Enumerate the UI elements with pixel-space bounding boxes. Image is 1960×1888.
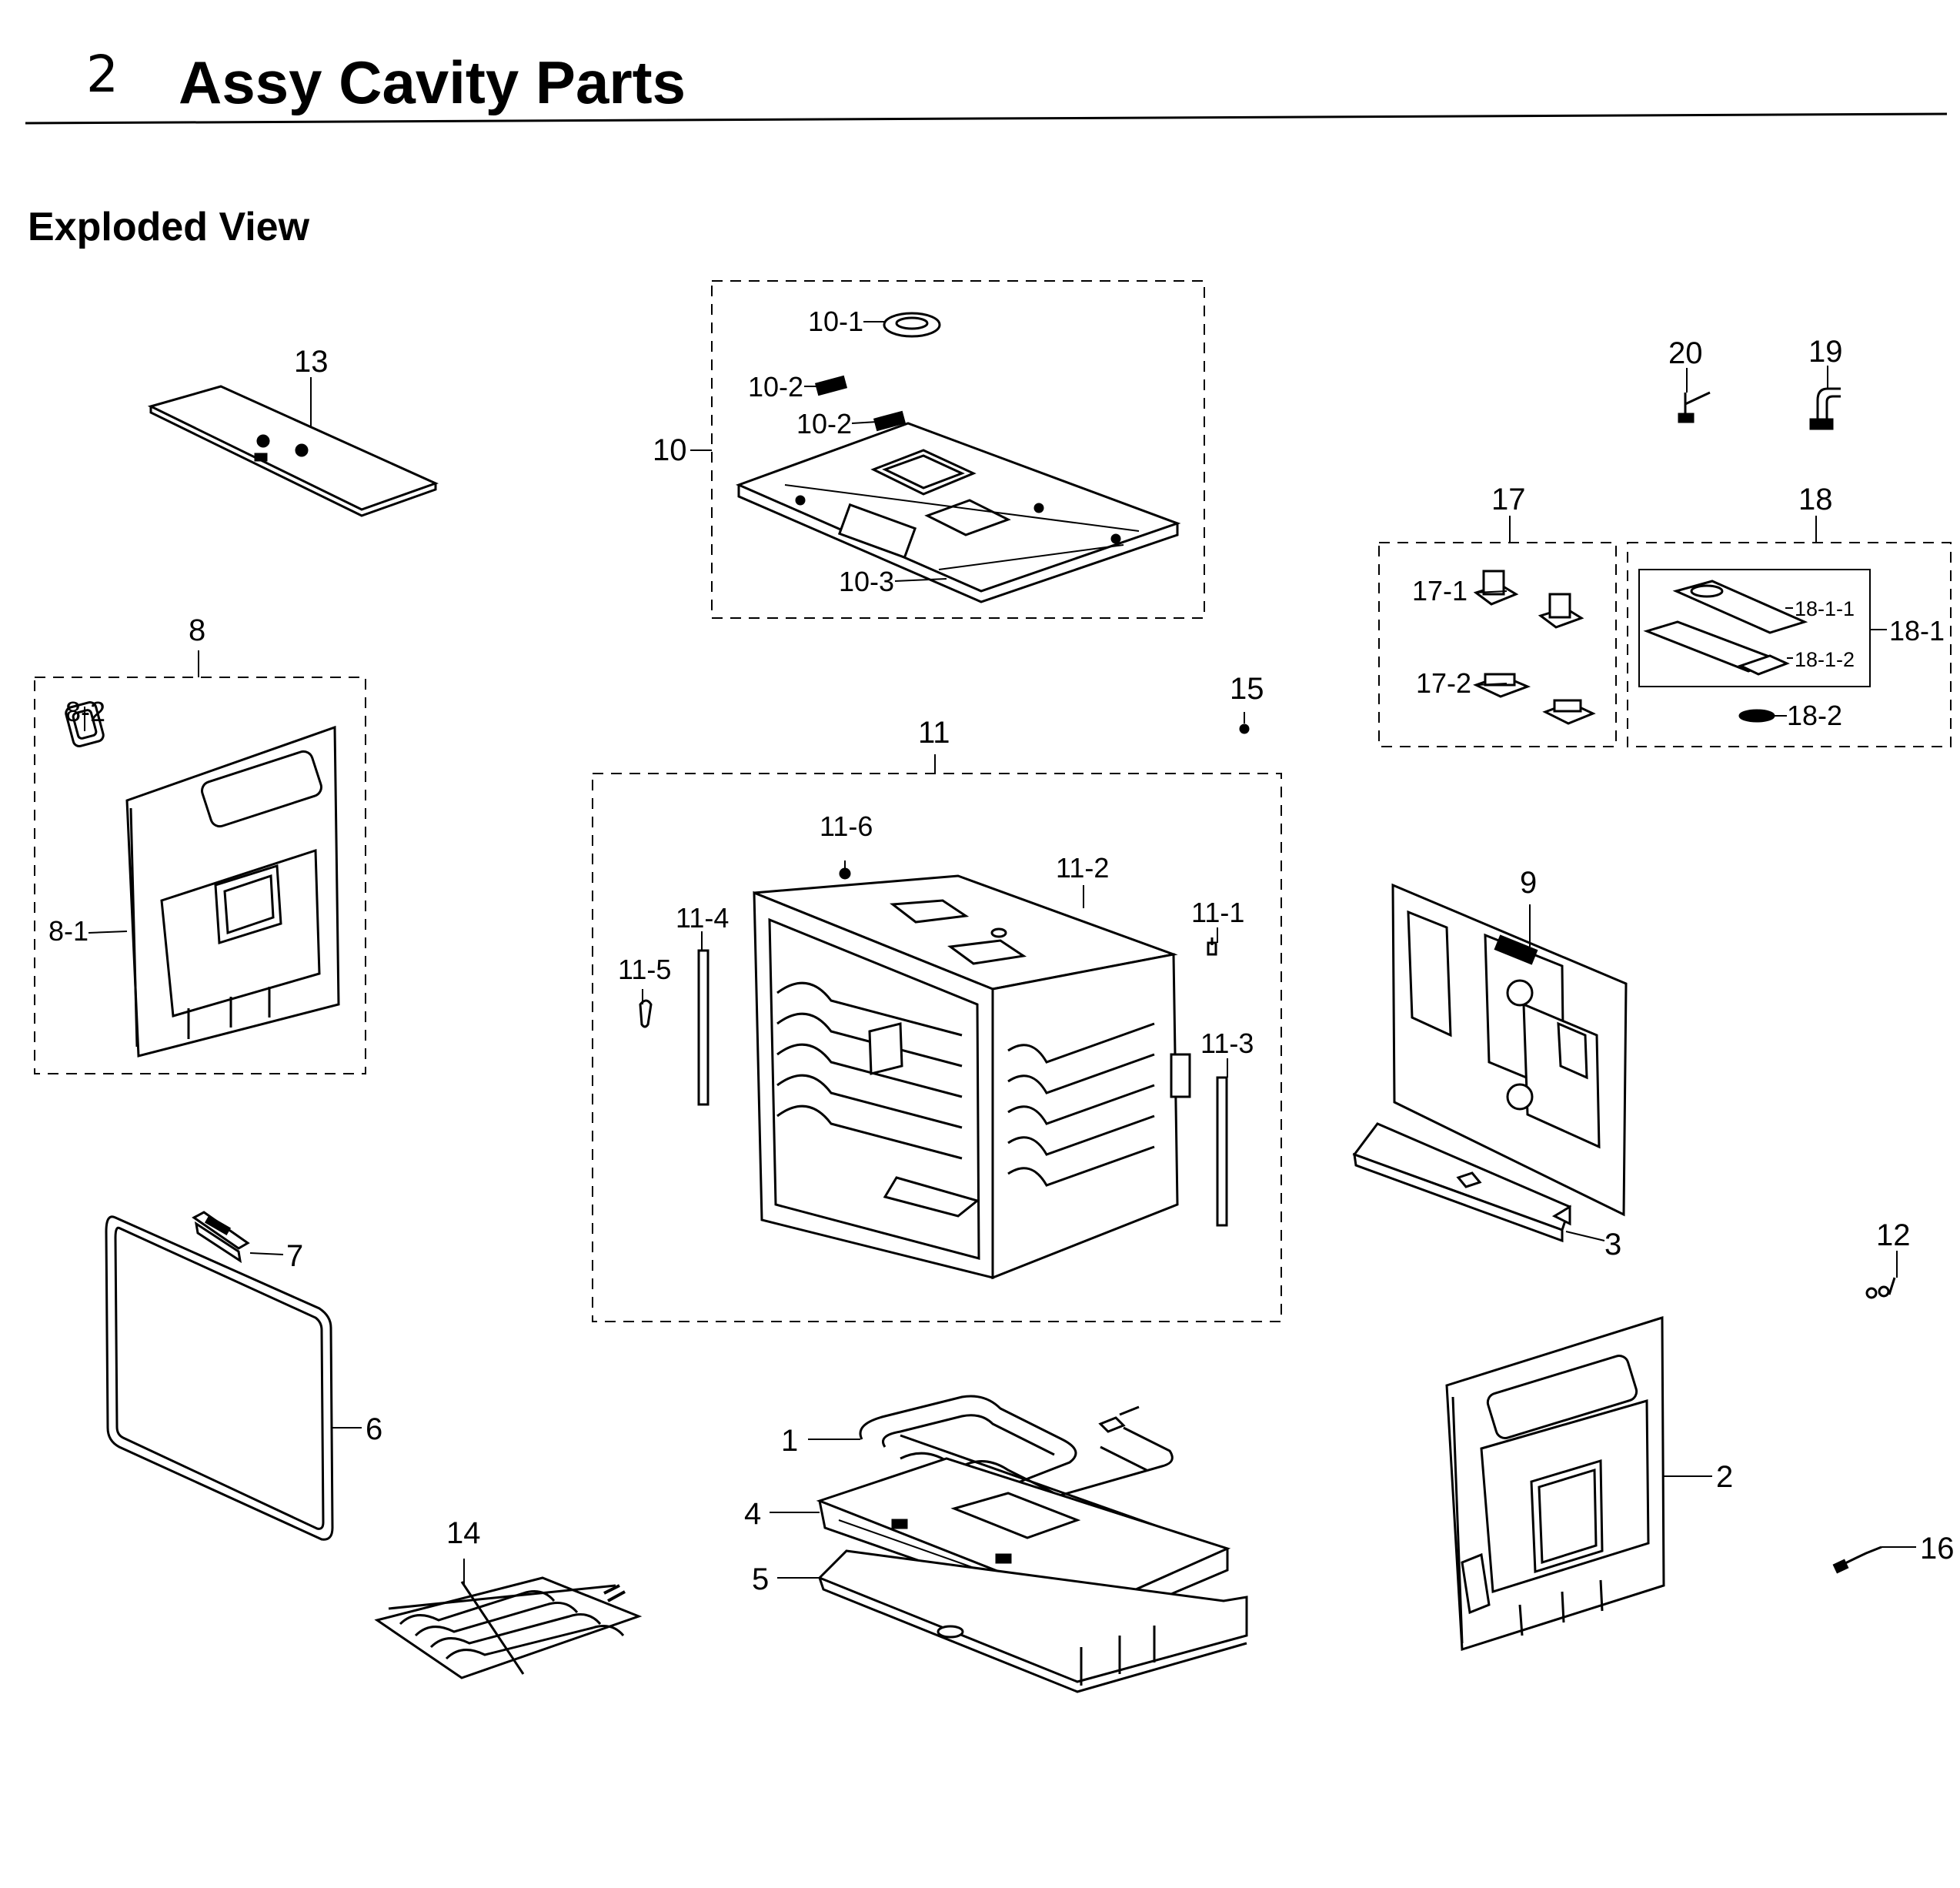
label-1: 1 (781, 1424, 798, 1458)
label-11: 11 (918, 716, 950, 750)
group-box-11 (592, 773, 1282, 1322)
label-18-2: 18-2 (1787, 700, 1842, 731)
label-18: 18 (1798, 483, 1833, 516)
label-12: 12 (1876, 1218, 1911, 1252)
label-18-1-1: 18-1-1 (1795, 597, 1855, 620)
section-number: 2 (86, 45, 119, 104)
page-title: Assy Cavity Parts (179, 48, 686, 116)
section-subtitle: Exploded View (28, 205, 310, 249)
part-16-wire (1832, 1545, 1882, 1574)
label-10-3: 10-3 (839, 566, 894, 597)
label-10-2-b: 10-2 (796, 408, 852, 439)
label-18-1: 18-1 (1889, 615, 1945, 647)
label-6: 6 (366, 1412, 382, 1446)
label-8-1: 8-1 (48, 915, 88, 947)
label-11-3: 11-3 (1200, 1028, 1254, 1059)
label-5: 5 (752, 1562, 769, 1596)
label-19: 19 (1808, 335, 1843, 369)
part-10-top-cover (735, 422, 1181, 603)
label-17-1: 17-1 (1412, 575, 1467, 606)
label-17: 17 (1491, 483, 1526, 516)
label-15: 15 (1230, 672, 1264, 706)
label-10-1: 10-1 (808, 306, 863, 337)
group-box-10 (711, 280, 1205, 619)
part-11-cavity (753, 874, 1191, 1280)
part-5-bottom-tray (817, 1549, 1248, 1693)
part-10-2 (814, 375, 907, 432)
title-rule (25, 112, 1948, 125)
group-boxes (34, 280, 1952, 1322)
part-3-bracket (1352, 1122, 1571, 1243)
label-11-2: 11-2 (1056, 852, 1109, 884)
label-11-5: 11-5 (618, 954, 671, 985)
label-11-1: 11-1 (1191, 897, 1244, 928)
label-10-2-a: 10-2 (748, 371, 803, 403)
label-11-4: 11-4 (676, 902, 729, 934)
part-14-bake-heater (374, 1576, 643, 1679)
label-13: 13 (294, 345, 329, 379)
part-10-1 (883, 312, 941, 338)
label-10: 10 (653, 433, 687, 467)
part-20 (1678, 391, 1711, 423)
part-19 (1809, 387, 1841, 430)
label-8: 8 (189, 613, 205, 647)
label-11-6: 11-6 (820, 810, 873, 842)
part-12-clip (1865, 1277, 1896, 1299)
label-14: 14 (446, 1516, 481, 1550)
label-3: 3 (1604, 1228, 1621, 1261)
group-box-17 (1378, 542, 1617, 747)
part-6-door-gasket (105, 1215, 334, 1541)
part-17-brackets (1473, 570, 1596, 725)
part-2-side-panel (1445, 1315, 1665, 1652)
group-box-18-1 (1638, 569, 1871, 687)
label-17-2: 17-2 (1416, 667, 1471, 699)
part-4-floor (816, 1457, 1231, 1626)
part-1-broil-heater (859, 1395, 1174, 1529)
label-7: 7 (286, 1239, 303, 1273)
part-labels: 13 10 10-1 10-2 10-2 10-3 20 19 17 18 17… (48, 306, 1955, 1596)
label-18-1-2: 18-1-2 (1795, 648, 1855, 671)
label-8-2: 8-2 (65, 696, 105, 727)
label-20: 20 (1668, 336, 1703, 370)
part-18-insulation (1643, 580, 1808, 723)
group-box-18 (1627, 542, 1952, 747)
label-16: 16 (1920, 1532, 1955, 1566)
leader-lines (84, 321, 1916, 1586)
part-11-sub-parts (639, 723, 1250, 1227)
part-9-back-panel (1391, 883, 1628, 1217)
group-box-8 (34, 677, 366, 1074)
part-7-bracket (192, 1211, 250, 1264)
label-9: 9 (1520, 866, 1537, 900)
part-13-top-plate (147, 385, 439, 517)
label-2: 2 (1716, 1460, 1733, 1494)
label-4: 4 (744, 1497, 761, 1531)
part-8-side-panel (65, 701, 340, 1058)
